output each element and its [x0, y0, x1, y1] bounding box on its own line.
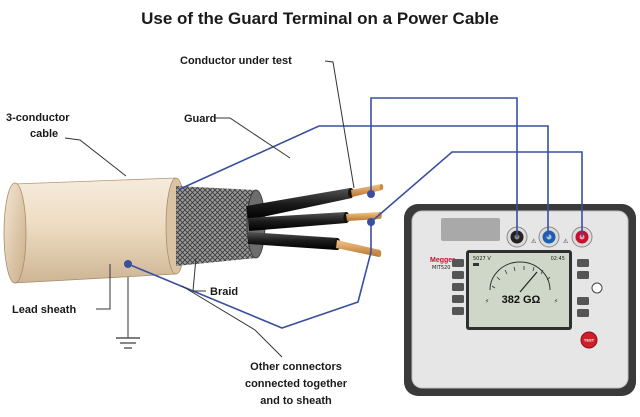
mode-button-3[interactable]	[452, 283, 464, 291]
clip-conductor	[367, 190, 375, 198]
test-button-label: TEST	[584, 338, 595, 343]
mode-button-5[interactable]	[452, 307, 464, 315]
label-guard: Guard	[184, 113, 216, 125]
label-other-line1: Other connectors	[250, 361, 342, 373]
cable-sheath	[3, 177, 187, 284]
function-button-3[interactable]	[577, 297, 589, 305]
ground-icon	[116, 266, 140, 349]
clip-other-connectors	[367, 218, 375, 226]
lcd-display: 5027 V 02:45 382 GΩ ⚡ ⚡	[466, 250, 572, 330]
instrument-model: MIT520	[432, 265, 450, 271]
warning-icon: ⚠	[531, 238, 537, 245]
conductor-lead	[370, 97, 518, 237]
display-reading: 382 GΩ	[502, 294, 541, 306]
warning-icon: ⚠	[563, 238, 569, 245]
left-button-column	[452, 259, 464, 315]
conductor-bottom	[248, 232, 382, 257]
test-button[interactable]	[580, 331, 598, 349]
analog-scale	[489, 261, 551, 293]
test-leads	[127, 97, 583, 329]
diagram-title: Use of the Guard Terminal on a Power Cab…	[141, 9, 499, 28]
label-other-line2: connected together	[245, 378, 348, 390]
label-lead-sheath: Lead sheath	[12, 304, 76, 316]
instrument-label-plate	[441, 218, 500, 241]
conductor-top	[246, 184, 384, 220]
hazard-icon: ⚡	[485, 298, 489, 305]
callout-leaders	[64, 60, 355, 358]
mode-button-1[interactable]	[452, 259, 464, 267]
connection-points	[124, 190, 375, 268]
sheath-lead	[370, 151, 583, 237]
label-braid: Braid	[210, 286, 238, 298]
terminal-guard[interactable]	[538, 226, 560, 248]
label-cable-line1: 3-conductor	[6, 112, 70, 124]
right-button-column	[577, 259, 589, 317]
battery-icon	[473, 263, 479, 266]
clip-sheath	[124, 260, 132, 268]
function-button-4[interactable]	[577, 309, 589, 317]
hazard-icon: ⚡	[554, 298, 558, 305]
label-cable-line2: cable	[30, 128, 58, 140]
display-time: 02:45	[551, 256, 565, 262]
other-connectors-lead	[127, 222, 372, 329]
display-voltage: 5027 V	[473, 256, 491, 262]
label-other-line3: and to sheath	[260, 395, 332, 407]
function-button-1[interactable]	[577, 259, 589, 267]
guard-lead	[179, 125, 549, 237]
mode-button-2[interactable]	[452, 271, 464, 279]
mode-button-4[interactable]	[452, 295, 464, 303]
function-button-2[interactable]	[577, 271, 589, 279]
label-conductor-under-test: Conductor under test	[180, 55, 292, 67]
info-button[interactable]	[591, 282, 603, 294]
instrument-brand: Megger	[430, 257, 455, 264]
insulation-tester: Megger MIT520 5027 V 02:45	[404, 204, 636, 396]
